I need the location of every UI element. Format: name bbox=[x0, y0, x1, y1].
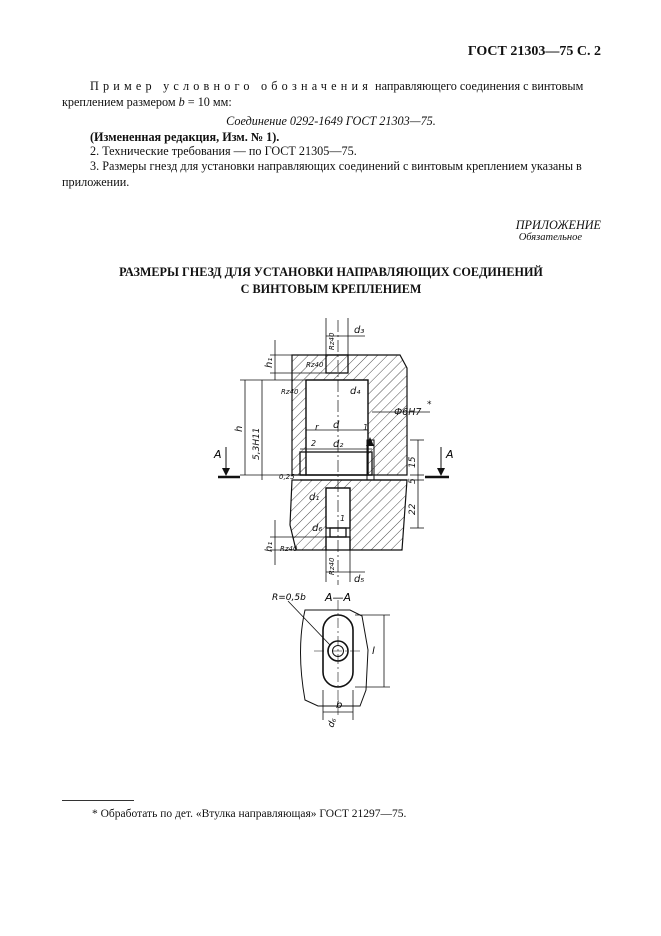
label-b: b bbox=[336, 700, 342, 711]
section-mark-right: A bbox=[425, 447, 454, 479]
item-2: 2. Технические требования — по ГОСТ 2130… bbox=[90, 144, 357, 158]
dimension-lines bbox=[240, 318, 430, 582]
example-b-variable: b bbox=[178, 95, 185, 109]
label-rz40-top: Rz40 bbox=[306, 361, 324, 369]
technical-drawing: A A d₃ d₄ d d₂ d₁ d₆ d₅ Ф6Н7 bbox=[213, 318, 454, 729]
label-d4: d₄ bbox=[350, 386, 360, 397]
designation-line: Соединение 0292-1649 ГОСТ 21303—75. bbox=[226, 114, 436, 128]
label-rz40-bottom: Rz40 bbox=[280, 545, 298, 553]
example-paragraph: Пример условного обозначения направляюще… bbox=[62, 78, 600, 110]
section-title-line-1: РАЗМЕРЫ ГНЕЗД ДЛЯ УСТАНОВКИ НАПРАВЛЯЮЩИХ… bbox=[119, 265, 543, 279]
label-chamfer: 0,25 bbox=[279, 473, 295, 481]
label-r: r bbox=[315, 423, 320, 433]
label-rz40-vertical-top: Rz40 bbox=[328, 332, 336, 350]
example-spaced-phrase: Пример условного обозначения bbox=[90, 79, 372, 93]
footnote-separator bbox=[62, 800, 134, 801]
revision-note: (Измененная редакция, Изм. № 1). bbox=[90, 130, 280, 144]
section-mark-left: A bbox=[213, 447, 240, 479]
label-two: 2 bbox=[311, 439, 316, 448]
label-d: d bbox=[333, 420, 340, 431]
label-one: 1 bbox=[363, 423, 368, 432]
appendix-subtitle: Обязательное bbox=[518, 232, 582, 243]
example-text: направляющего соединения с винтовым креп… bbox=[62, 79, 584, 109]
section-a-left-label: A bbox=[213, 448, 222, 461]
appendix-title: ПРИЛОЖЕНИЕ bbox=[515, 218, 601, 232]
label-dim15: 15 bbox=[408, 456, 418, 468]
label-h1-top: h₁ bbox=[264, 358, 275, 368]
label-h: h bbox=[234, 426, 245, 432]
label-h1-bottom: h₁ bbox=[264, 542, 275, 552]
item-3: 3. Размеры гнезд для установки направляю… bbox=[62, 159, 582, 189]
footnote: * Обработать по дет. «Втулка направляюща… bbox=[92, 808, 407, 820]
page-header-code: ГОСТ 21303—75 С. 2 bbox=[467, 44, 601, 59]
bore-outline bbox=[299, 354, 407, 551]
label-l: l bbox=[372, 646, 375, 657]
label-d6: d₆ bbox=[312, 523, 322, 534]
label-dim22: 22 bbox=[408, 503, 418, 515]
label-dim5: 5 bbox=[408, 478, 418, 484]
label-fit-left: 5,3Н11 bbox=[252, 427, 262, 460]
section-a-right-label: A bbox=[445, 448, 454, 461]
fit-arrow-icon bbox=[366, 437, 374, 446]
label-fit-top: Ф6Н7 bbox=[394, 407, 421, 418]
label-d5: d₅ bbox=[354, 574, 364, 585]
label-rz40-left: Rz40 bbox=[281, 388, 299, 396]
label-fit-star: * bbox=[427, 400, 432, 410]
section-title-line-2: С ВИНТОВЫМ КРЕПЛЕНИЕМ bbox=[240, 282, 422, 296]
section-aa-view: А—А R=0,5b b l d₆ bbox=[272, 591, 390, 729]
example-b-value: = 10 мм: bbox=[184, 95, 232, 109]
label-d6-aa: d₆ bbox=[326, 716, 339, 729]
label-d1: d₁ bbox=[309, 492, 319, 503]
label-d2: d₂ bbox=[333, 439, 343, 450]
label-rz40-vertical-bottom: Rz40 bbox=[328, 557, 336, 575]
label-section-aa: А—А bbox=[324, 591, 351, 604]
label-radius: R=0,5b bbox=[272, 593, 306, 603]
label-d3: d₃ bbox=[354, 325, 364, 336]
label-one-lower: 1 bbox=[340, 514, 345, 523]
